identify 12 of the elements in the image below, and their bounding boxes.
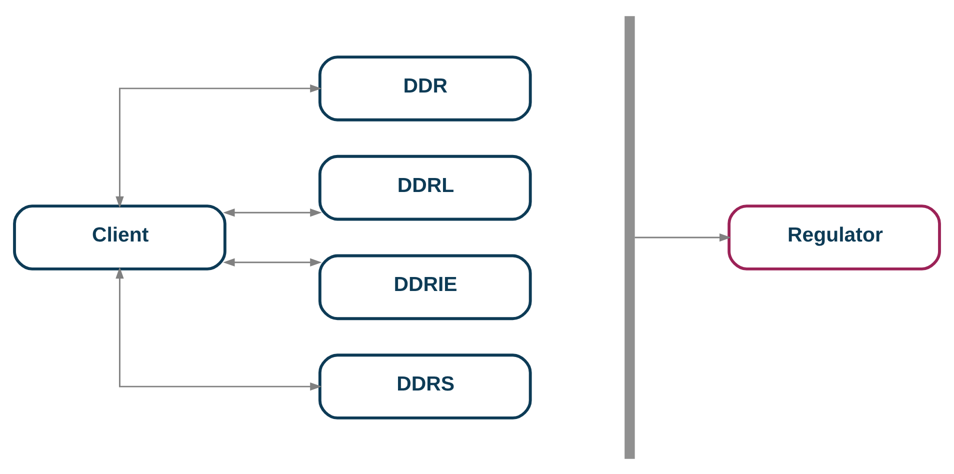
arrow — [634, 232, 732, 242]
node-bracket — [624, 16, 635, 458]
node-box: DDRL — [318, 154, 532, 220]
node-box: DDRS — [318, 353, 532, 419]
arrow — [223, 208, 322, 216]
node-box: DDRIE — [318, 254, 532, 320]
arrow — [116, 266, 322, 390]
arrow — [223, 258, 322, 266]
node-box: Regulator — [728, 204, 941, 270]
arrow — [116, 84, 322, 208]
node-box: DDR — [318, 55, 532, 121]
node-box: Client — [13, 204, 226, 270]
